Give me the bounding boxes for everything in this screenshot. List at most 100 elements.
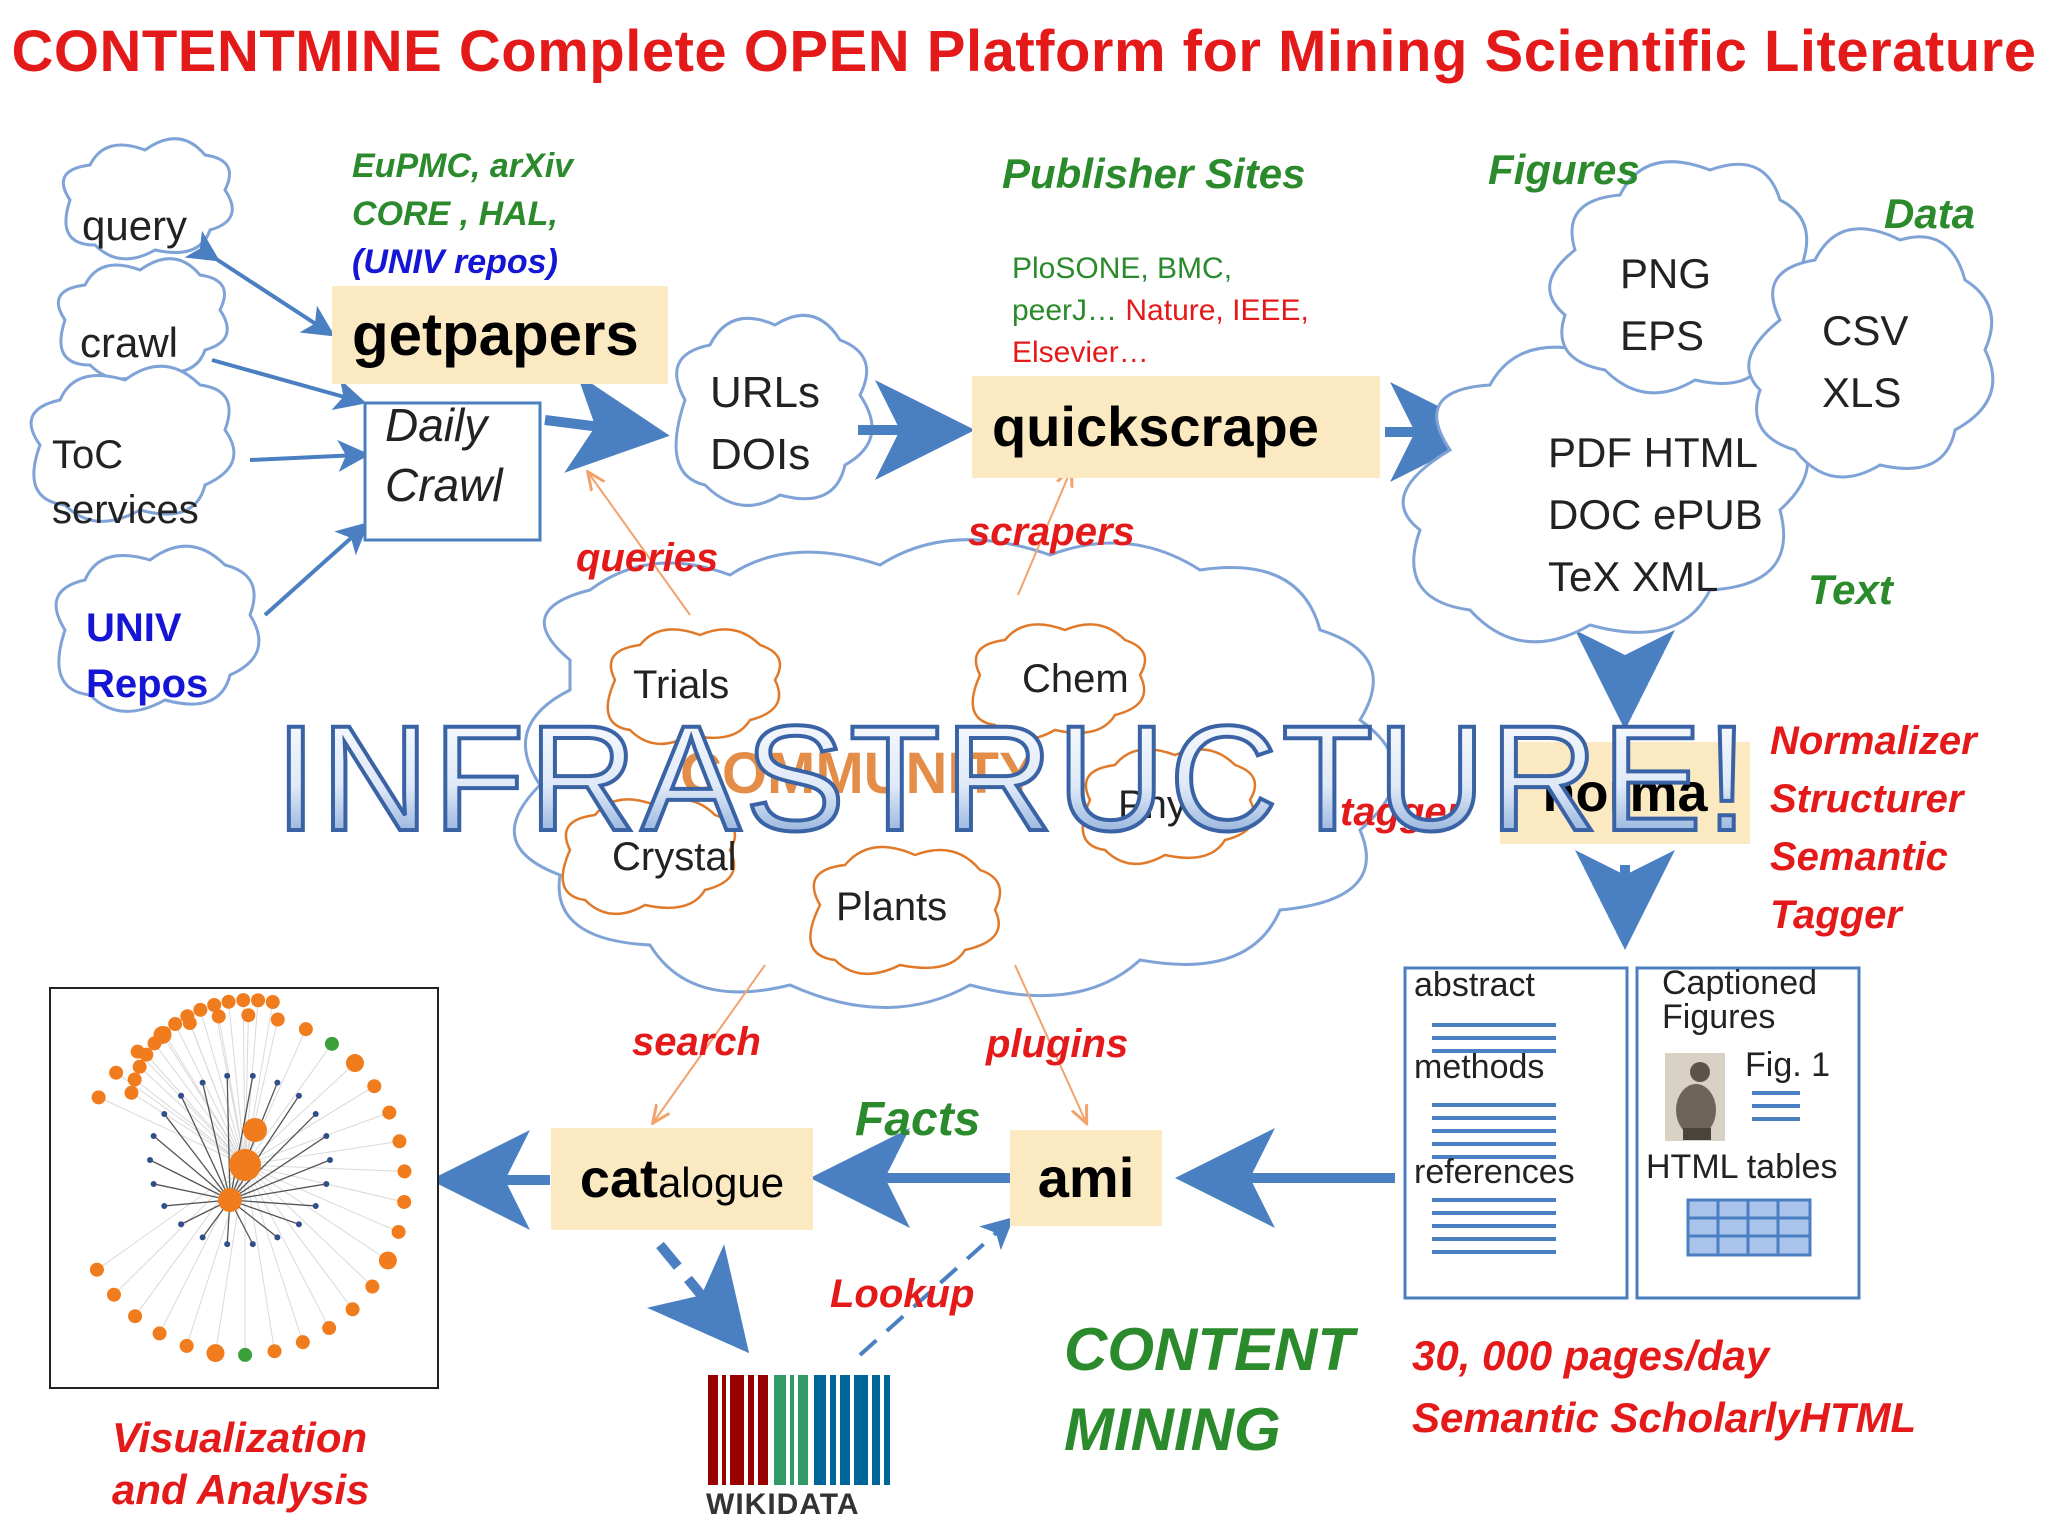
network-node xyxy=(89,1262,104,1277)
network-node xyxy=(312,1202,319,1209)
network-node xyxy=(238,1347,253,1362)
norma-role-1: Normalizer xyxy=(1770,719,1977,763)
wikidata-bar xyxy=(708,1375,718,1485)
network-node xyxy=(251,993,266,1008)
text-formats-label: PDF HTML DOC ePUB TeX XML xyxy=(1548,422,1763,608)
network-edge xyxy=(180,1095,231,1201)
data-heading: Data xyxy=(1884,190,1976,237)
network-node xyxy=(295,1335,310,1350)
wikidata-bar xyxy=(884,1375,890,1485)
network-node xyxy=(106,1287,121,1302)
network-node xyxy=(161,1202,168,1209)
phyl-cloud xyxy=(1081,748,1257,866)
html-table-icon xyxy=(1686,1198,1812,1257)
network-node xyxy=(168,1016,183,1031)
network-edge xyxy=(242,1000,246,1166)
network-edge xyxy=(244,1085,375,1166)
csv-label: CSV xyxy=(1822,307,1909,354)
wikidata-bar xyxy=(872,1375,880,1485)
norma-roles: Normalizer Structurer Semantic Tagger xyxy=(1770,712,1977,944)
network-node xyxy=(109,1065,124,1080)
wikidata-bar xyxy=(722,1375,726,1485)
network-node xyxy=(249,1241,256,1248)
urls-line-1: URLs xyxy=(710,368,821,417)
methods-label: methods xyxy=(1414,1048,1545,1086)
network-node xyxy=(274,1079,281,1086)
pdf-formats-cloud xyxy=(1401,335,1809,644)
formats-line-2: DOC ePUB xyxy=(1548,491,1763,538)
network-node xyxy=(147,1036,162,1051)
network-edge xyxy=(229,1135,327,1201)
wikidata-bar xyxy=(798,1375,808,1485)
formats-line-3: TeX XML xyxy=(1548,553,1719,600)
network-node xyxy=(345,1302,360,1317)
network-node xyxy=(397,1164,412,1179)
network-edge xyxy=(201,1082,231,1201)
network-edge xyxy=(244,1140,400,1166)
network-node xyxy=(392,1134,407,1149)
ami-tool: ami xyxy=(1010,1130,1162,1226)
network-edge xyxy=(153,1183,231,1201)
network-node xyxy=(322,1321,337,1336)
crystal-cloud xyxy=(561,798,737,916)
network-edge xyxy=(229,1199,300,1225)
throughput-label: 30, 000 pages/day Semantic ScholarlyHTML xyxy=(1412,1325,1916,1449)
network-edge xyxy=(229,1199,316,1207)
community-label: COMMUNITY xyxy=(680,741,1038,806)
network-node xyxy=(150,1133,157,1140)
crawl-label: crawl xyxy=(80,319,179,366)
network-node xyxy=(178,1092,185,1099)
network-node xyxy=(270,1012,285,1027)
toc-line-2: services xyxy=(52,488,199,532)
plants-label: Plants xyxy=(836,885,948,929)
content-mining-line-1: CONTENT xyxy=(1064,1316,1354,1383)
network-node xyxy=(224,1241,231,1248)
repositories-list: EuPMC, arXiv CORE , HAL, (UNIV repos) xyxy=(352,142,573,286)
network-edge xyxy=(244,1164,389,1261)
network-node xyxy=(382,1105,397,1120)
network-edge xyxy=(213,1004,246,1166)
network-node xyxy=(274,1234,281,1241)
csv-xls-cloud xyxy=(1747,227,1995,479)
wikidata-bar xyxy=(854,1375,868,1485)
network-edge xyxy=(244,1164,330,1329)
search-label: search xyxy=(632,1020,761,1064)
getpapers-tool: getpapers xyxy=(332,286,668,384)
network-node xyxy=(211,1009,226,1024)
network-edge xyxy=(229,1113,317,1201)
network-edge xyxy=(98,1096,246,1166)
queries-label: queries xyxy=(576,536,719,580)
network-node xyxy=(224,1072,231,1079)
network-node xyxy=(295,1221,302,1228)
network-node xyxy=(91,1090,106,1105)
network-edge xyxy=(229,1095,300,1201)
wikidata-bar xyxy=(758,1375,768,1485)
publisher-line-1: PloSONE, BMC, xyxy=(1012,252,1233,285)
toc-cloud xyxy=(29,364,236,523)
text-heading: Text xyxy=(1808,566,1893,613)
crystal-label: Crystal xyxy=(612,835,737,879)
network-edge xyxy=(149,1159,231,1201)
visualization-label: Visualization and Analysis xyxy=(112,1412,370,1516)
abstract-label: abstract xyxy=(1414,966,1535,1004)
network-edge xyxy=(115,1072,246,1166)
xls-label: XLS xyxy=(1822,369,1902,416)
repositories-line-3: (UNIV repos) xyxy=(352,243,558,281)
daily-crawl-line-1: Daily xyxy=(385,399,488,451)
urls-line-2: DOIs xyxy=(710,430,811,479)
network-edge xyxy=(244,1043,333,1166)
chem-label: Chem xyxy=(1022,657,1129,701)
network-edge xyxy=(229,1183,327,1201)
fig1-label: Fig. 1 xyxy=(1745,1046,1831,1084)
catalogue-bold: cat xyxy=(579,1149,658,1209)
toc-services-label: ToC services xyxy=(52,428,199,538)
catalogue-tool: catalogue xyxy=(551,1128,813,1230)
network-edge xyxy=(174,1023,246,1166)
wikidata-bar xyxy=(748,1375,754,1485)
urls-dois-label: URLs DOIs xyxy=(710,362,820,486)
wikidata-bar xyxy=(814,1375,826,1485)
network-edge xyxy=(199,1009,246,1166)
network-edge xyxy=(139,1066,246,1166)
trials-cloud xyxy=(606,628,782,746)
daily-crawl-box xyxy=(363,401,542,542)
